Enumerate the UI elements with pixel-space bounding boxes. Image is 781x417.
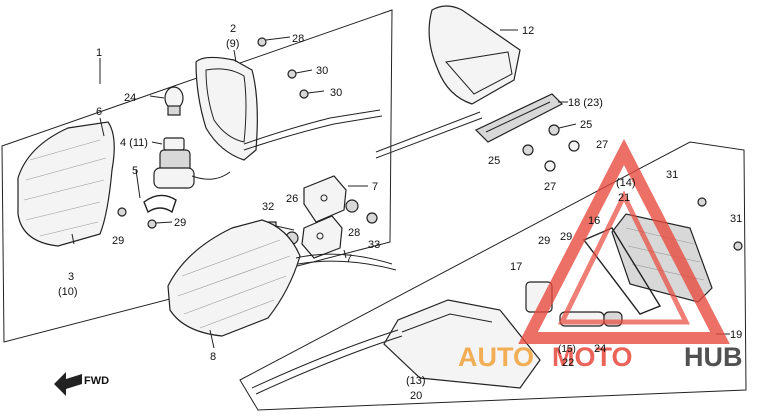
label-32: 32 (262, 201, 274, 213)
watermark-triangle (518, 138, 730, 344)
wire-tail-2 (375, 117, 483, 159)
wire-left-upper-2 (243, 115, 383, 151)
label-19: 19 (730, 329, 742, 341)
wire-left-upper (243, 109, 381, 145)
label-29d: 29 (560, 231, 572, 243)
label-6: 6 (96, 106, 102, 118)
group-box-left (1, 9, 393, 343)
label-27b: 27 (544, 181, 556, 193)
fwd-indicator: FWD (54, 372, 109, 396)
wire-rear-a (251, 329, 399, 389)
label-9: (9) (226, 38, 239, 50)
label-7a: 7 (372, 181, 378, 193)
label-10: (10) (58, 286, 78, 298)
label-29a: 29 (112, 235, 124, 247)
bolt-33 (366, 212, 378, 224)
label-20: 20 (410, 390, 422, 402)
label-33: 33 (368, 239, 380, 251)
lens-3 (17, 121, 115, 247)
screw-25b (522, 144, 534, 156)
fwd-arrow-icon (54, 372, 82, 396)
screw-29b (147, 219, 173, 229)
label-30a: 30 (316, 65, 328, 77)
label-18: 18 (23) (568, 97, 603, 109)
label-28: 28 (292, 33, 304, 45)
watermark-logo: AUTO MOTO HUB (458, 138, 743, 372)
wire-tail (375, 111, 481, 153)
label-28b: 28 (348, 227, 360, 239)
label-29c: 29 (538, 235, 550, 247)
leader-lines (71, 29, 730, 349)
label-21: 21 (618, 192, 630, 204)
label-1: 1 (96, 47, 102, 59)
label-4: 4 (11) (120, 137, 148, 149)
screw-31b (733, 241, 743, 251)
wire-8b (297, 260, 397, 271)
label-2: 2 (230, 23, 236, 35)
fwd-label: FWD (84, 375, 109, 387)
label-25a: 25 (580, 119, 592, 131)
label-7b: 7 (346, 253, 352, 265)
watermark-text-auto: AUTO (458, 342, 534, 372)
washer-27b (544, 160, 556, 172)
screw-28 (257, 36, 291, 47)
label-16: 16 (588, 215, 600, 227)
screw-29a (117, 207, 127, 217)
label-29b: 29 (174, 217, 186, 229)
label-17: 17 (510, 261, 522, 273)
watermark-text-hub: HUB (684, 342, 743, 372)
label-30b: 30 (330, 87, 342, 99)
watermark-text-moto: MOTO (552, 342, 633, 372)
label-22: 22 (562, 357, 574, 369)
part-labels: 1 2 (9) 28 30 30 24 6 4 (11) 5 29 29 3 (… (58, 23, 742, 402)
socket-4 (153, 137, 231, 189)
label-12: 12 (522, 25, 534, 37)
label-15: (15) (558, 344, 576, 355)
label-13: (13) (406, 375, 426, 387)
label-3: 3 (68, 271, 74, 283)
label-24: 24 (124, 92, 136, 104)
rear-housing-20 (383, 299, 541, 389)
label-25b: 25 (488, 155, 500, 167)
screw-30a (287, 69, 313, 79)
screw-31a (697, 197, 707, 207)
label-27a: 27 (596, 139, 608, 151)
label-31b: 31 (730, 213, 742, 225)
wire-8a (295, 253, 393, 265)
bracket-7b (301, 215, 343, 259)
license-lens-18 (474, 93, 564, 143)
collar-28b (345, 199, 359, 213)
bulb-24 (164, 86, 184, 116)
turn-signal-8 (167, 219, 301, 337)
housing-2 (195, 56, 258, 161)
label-8: 8 (210, 351, 216, 363)
wire-rear-b (255, 335, 403, 395)
label-26: 26 (286, 193, 298, 205)
clip-5 (143, 194, 177, 214)
bracket-7a (303, 175, 347, 223)
screw-30b (299, 89, 325, 99)
gasket-16 (582, 227, 662, 315)
washer-27a (568, 140, 580, 152)
label-5: 5 (132, 165, 138, 177)
label-31a: 31 (666, 169, 678, 181)
screw-25a (548, 123, 577, 136)
label-24b: 24 (594, 343, 606, 355)
tail-housing-12 (428, 5, 521, 105)
label-14: (14) (616, 177, 636, 189)
